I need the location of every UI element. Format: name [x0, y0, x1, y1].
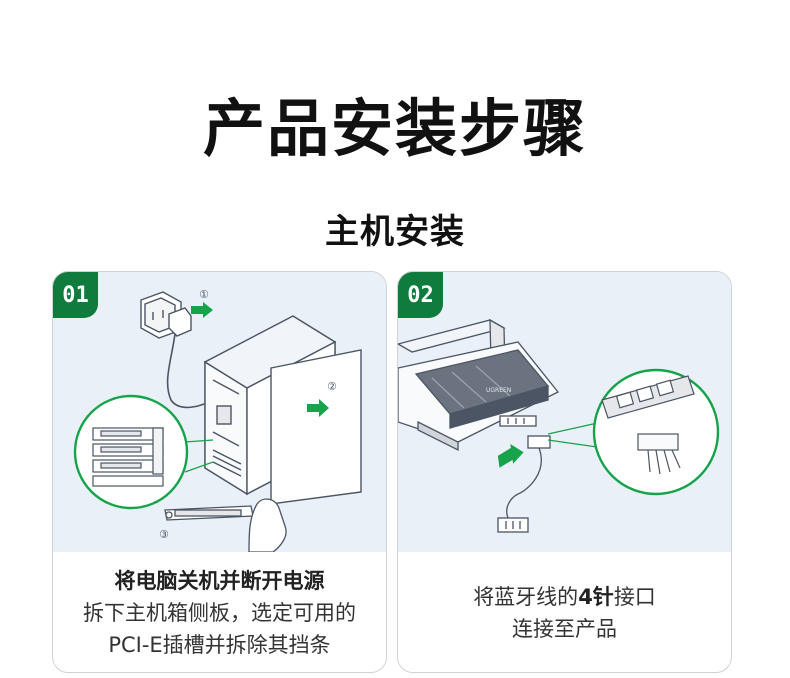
arrow-icon: [307, 399, 329, 417]
section-title: 主机安装: [325, 212, 465, 252]
step-2-line-2: 连接至产品: [512, 617, 617, 641]
step-2-line-1-post: 接口: [613, 585, 656, 609]
step-card-2: UGREEN: [397, 271, 732, 673]
side-panel: [270, 349, 362, 505]
step-2-illustration: UGREEN: [398, 272, 731, 552]
page-title: 产品安装步骤: [202, 92, 587, 165]
arrow-icon: [191, 302, 213, 318]
card-logo: UGREEN: [486, 387, 511, 394]
slot-zoom-circle: [73, 394, 189, 510]
step-badge: 01: [53, 272, 98, 318]
step-2-line-1-pre: 将蓝牙线的: [473, 585, 579, 609]
step-1-illustration: ① ②: [53, 272, 386, 552]
step-1-line-1: 拆下主机箱侧板，选定可用的: [83, 601, 356, 625]
arrow-icon: [497, 443, 524, 468]
connector-zoom-circle: [592, 368, 720, 496]
step-badge: 02: [398, 272, 443, 318]
bluetooth-cable: [497, 435, 551, 533]
step-marker-3: ③: [159, 528, 169, 541]
step-1-heading: 将电脑关机并断开电源: [114, 569, 325, 593]
slot-bracket: [164, 505, 254, 521]
hand-icon: [248, 498, 287, 552]
step-1-caption: 将电脑关机并断开电源 拆下主机箱侧板，选定可用的 PCI-E插槽并拆除其挡条: [53, 552, 386, 672]
step-2-caption: 将蓝牙线的4针接口 连接至产品: [398, 552, 731, 672]
step-card-1: ① ②: [52, 271, 387, 673]
step-1-line-2: PCI-E插槽并拆除其挡条: [108, 633, 331, 657]
step-2-line-1-bold: 4针: [578, 585, 614, 609]
step-marker-1: ①: [199, 288, 209, 301]
pcie-card-illustration: UGREEN: [398, 318, 720, 533]
power-cable: [166, 333, 216, 409]
pc-case-illustration: ① ②: [73, 288, 362, 552]
wall-socket-icon: [140, 291, 192, 339]
step-2-line-1: 将蓝牙线的4针接口: [473, 581, 656, 613]
step-marker-2: ②: [327, 380, 337, 393]
pcie-card: [398, 341, 560, 452]
